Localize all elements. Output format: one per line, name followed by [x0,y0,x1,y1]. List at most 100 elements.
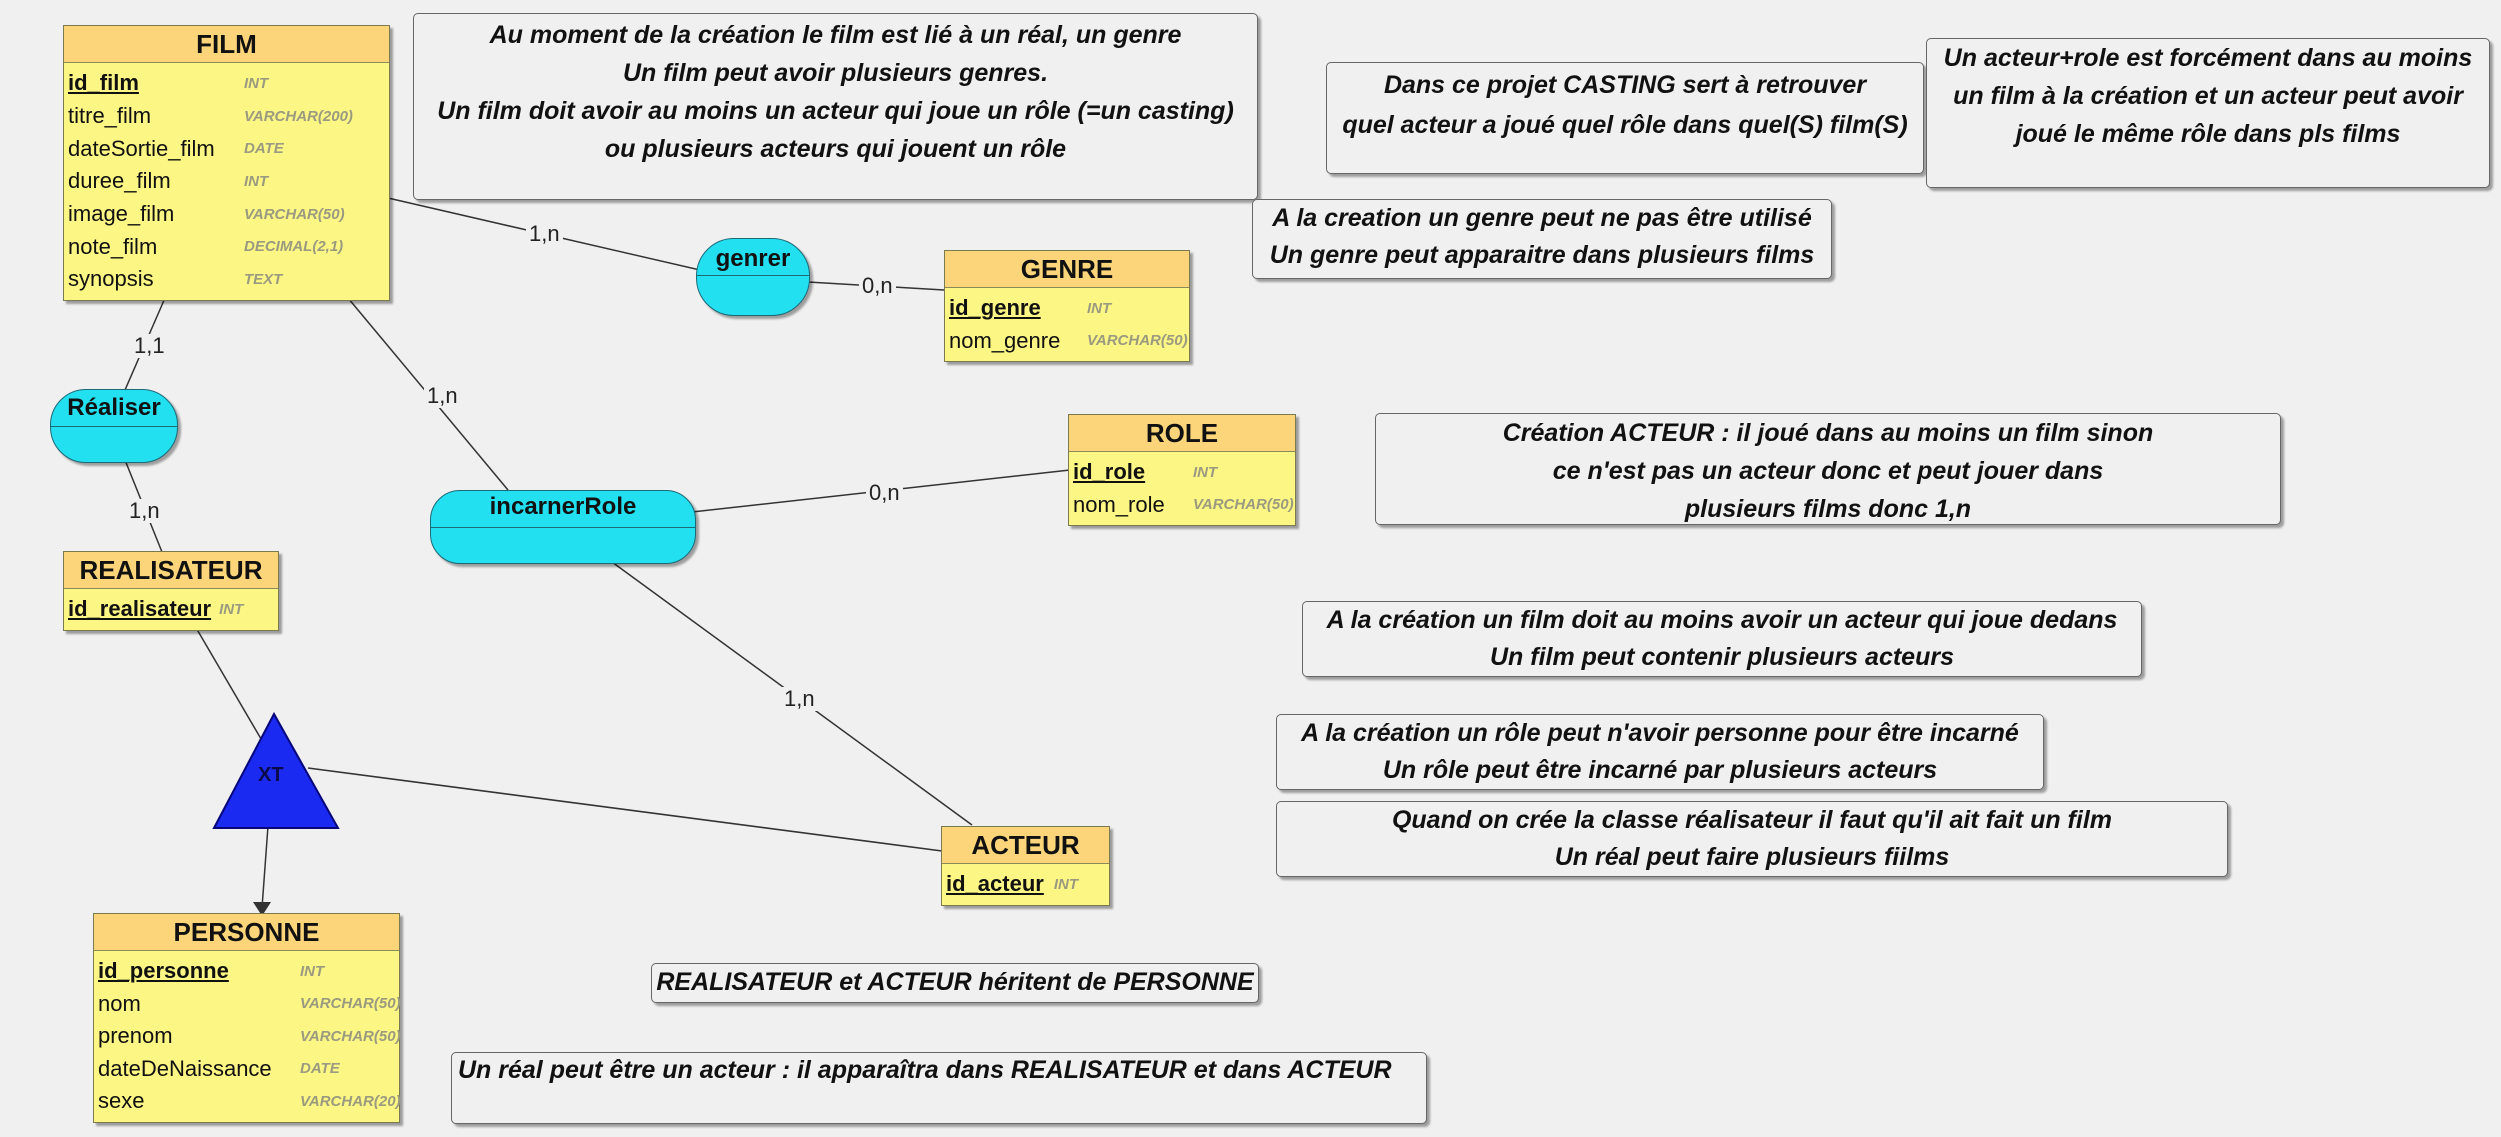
attribute-type: VARCHAR(20) [300,1092,401,1110]
association-genrer-separator [697,275,809,276]
note-line: un film à la création et un acteur peut … [1953,82,2463,110]
entity-realisateur-title: REALISATEUR [64,552,278,589]
attribute-type: VARCHAR(50) [300,1027,401,1045]
attribute-name: image_film [68,201,175,227]
note-line: Un acteur+role est forcément dans au moi… [1943,44,2473,72]
note-line: plusieurs films donc 1,n [1684,495,1972,523]
attribute-row: sexe VARCHAR(20) [98,1085,401,1118]
attribute-row: dateDeNaissance DATE [98,1053,399,1086]
link-acteur-xt [307,767,943,852]
attribute-type: DECIMAL(2,1) [244,238,344,256]
attribute-type: INT [1053,875,1078,893]
attribute-type: VARCHAR(50) [300,995,401,1013]
attribute-name: dateDeNaissance [98,1055,272,1081]
attribute-name: titre_film [68,103,152,129]
note-line: ce n'est pas un acteur donc et peut joue… [1552,457,2104,485]
attribute-type: INT [244,172,269,190]
note-line: Un film peut contenir plusieurs acteurs [1490,643,1954,671]
note-line: Un film peut avoir plusieurs genres. [622,59,1049,87]
attribute-row: nom_genre VARCHAR(50) [949,325,1189,358]
association-genrer-label: genrer [715,245,791,272]
entity-personne-title: PERSONNE [94,914,399,951]
note-line: Un genre peut apparaitre dans plusieurs … [1269,241,1815,269]
note-line: A la création un film doit au moins avoi… [1326,606,2118,634]
note-line: Un réal peut faire plusieurs fiilms [1554,843,1950,871]
attribute-type: VARCHAR(50) [1087,332,1188,350]
association-realiser-separator [51,426,177,427]
attribute-name: duree_film [68,168,171,194]
inheritance-triangle [212,711,340,829]
note-line: A la creation un genre peut ne pas être … [1272,204,1812,232]
attribute-type: DATE [244,140,284,158]
note-line: Dans ce projet CASTING sert à retrouver [1383,71,1867,99]
association-incarnerRole[interactable]: incarnerRole [430,490,696,564]
attribute-type: TEXT [244,270,283,288]
note-genre: A la creation un genre peut ne pas être … [1252,199,1832,279]
attribute-name: nom_genre [949,327,1061,353]
card-film-incarner: 1,n [424,384,461,408]
association-genrer[interactable]: genrer [696,238,810,316]
attribute-type: VARCHAR(50) [1193,496,1294,514]
entity-acteur-title: ACTEUR [942,827,1109,864]
note-line: Un film doit avoir au moins un acteur qu… [437,97,1234,125]
note-line: Un réal peut être un acteur : il apparaî… [458,1056,1392,1084]
attribute-row: image_film VARCHAR(50) [68,198,389,231]
attribute-row: nom_role VARCHAR(50) [1073,489,1295,522]
attribute-name: id_personne [98,958,229,984]
attribute-row: note_film DECIMAL(2,1) [68,230,389,263]
attribute-name: id_acteur [946,871,1044,897]
note-line: quel acteur a joué quel rôle dans quel(S… [1342,111,1908,139]
note-line: joué le même rôle dans pls films [2015,120,2401,148]
attribute-name: nom [98,990,141,1016]
note-film-acteur: A la création un film doit au moins avoi… [1302,601,2142,677]
link-xt-personne [261,825,269,909]
attribute-row: duree_film INT [68,165,389,198]
attribute-name: sexe [98,1088,145,1114]
card-incarner-acteur: 1,n [781,687,818,711]
attribute-type: INT [219,600,244,618]
card-film-realiser: 1,1 [131,334,168,358]
card-incarner-role: 0,n [866,481,903,505]
entity-acteur-attributes: id_acteur INT [942,864,1109,905]
note-creation-acteur: Création ACTEUR : il joué dans au moins … [1375,413,2281,525]
inheritance-label: XT [258,764,284,786]
note-line: Création ACTEUR : il joué dans au moins … [1502,419,2154,447]
note-acteur-role: Un acteur+role est forcément dans au moi… [1926,38,2490,188]
arrowhead-personne [253,902,271,916]
attribute-type: INT [1087,299,1112,317]
entity-role-title: ROLE [1069,415,1295,452]
association-realiser[interactable]: Réaliser [50,389,178,463]
note-line: Un rôle peut être incarné par plusieurs … [1382,756,1938,784]
entity-genre-title: GENRE [945,251,1189,288]
note-film-creation: Au moment de la création le film est lié… [413,13,1258,200]
attribute-name: nom_role [1073,491,1165,517]
association-incarnerRole-label: incarnerRole [489,493,637,520]
entity-acteur[interactable]: ACTEUR id_acteur INT [941,826,1110,906]
note-casting: Dans ce projet CASTING sert à retrouver … [1326,62,1924,174]
note-line: Au moment de la création le film est lié… [489,21,1182,49]
attribute-type: INT [300,962,325,980]
attribute-type: DATE [300,1060,340,1078]
card-film-genrer: 1,n [526,222,563,246]
attribute-name: note_film [68,233,158,259]
card-realiser-realisateur: 1,n [126,499,163,523]
attribute-type: VARCHAR(50) [244,205,345,223]
note-role: A la création un rôle peut n'avoir perso… [1276,714,2044,790]
link-realisateur-xt [194,625,265,745]
